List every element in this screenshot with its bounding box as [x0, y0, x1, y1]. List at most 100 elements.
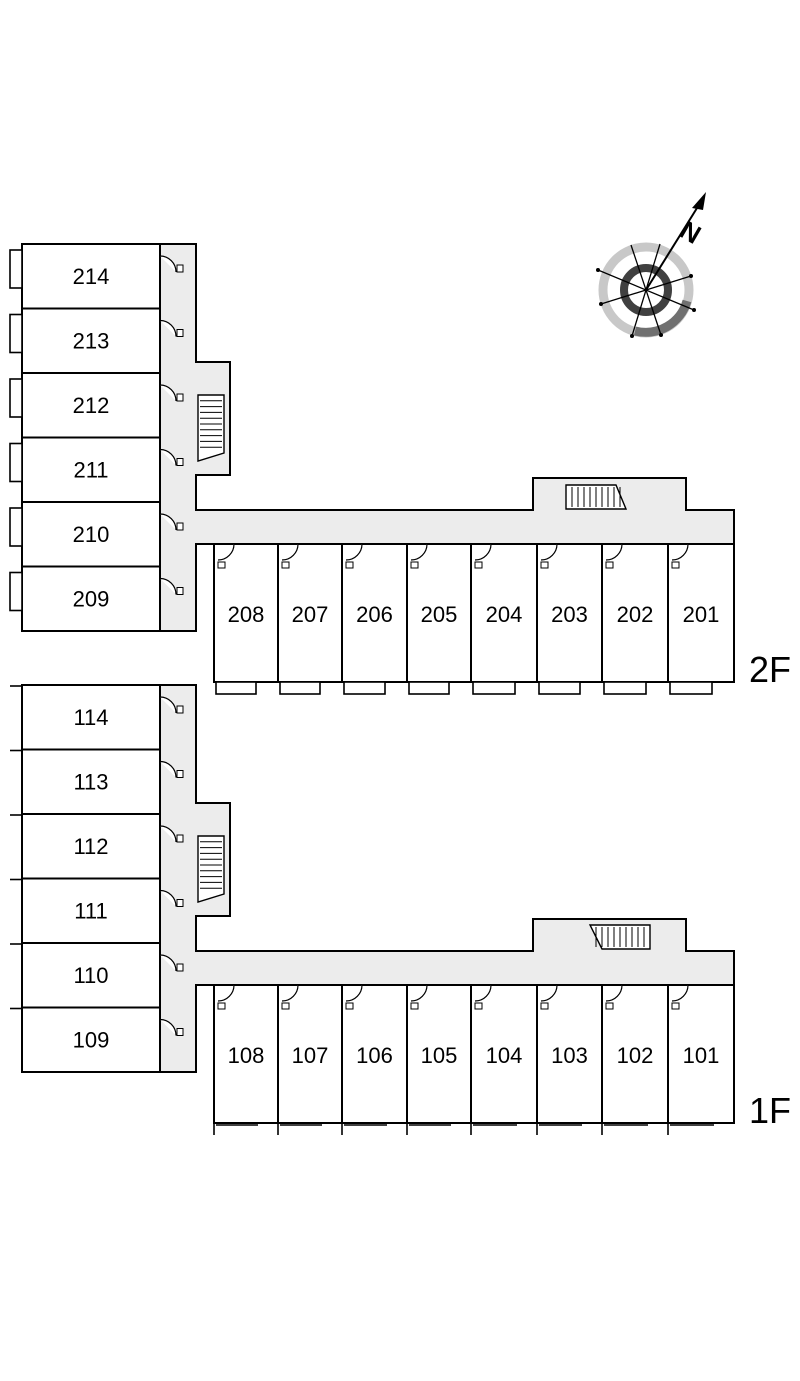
balcony [343, 681, 386, 695]
door-icon [159, 1018, 184, 1036]
room-number: 213 [73, 329, 110, 354]
corridor [159, 684, 735, 1073]
room-113: 113 [10, 748, 184, 815]
north-arrow [645, 199, 703, 291]
corridor [159, 243, 735, 632]
room-number: 102 [617, 1043, 654, 1068]
stairs-icon [197, 394, 225, 462]
room-213: 213 [9, 307, 184, 374]
door-icon [605, 984, 623, 1010]
north-label: N [675, 215, 706, 250]
room-number: 111 [74, 899, 107, 924]
door-icon [159, 255, 184, 273]
room-outline [21, 1006, 161, 1073]
room-number: 202 [617, 602, 654, 627]
room-number: 112 [73, 834, 108, 859]
balcony [669, 681, 713, 695]
balcony [279, 681, 321, 695]
room-outline [21, 243, 161, 310]
balcony [472, 681, 516, 695]
room-203: 203 [536, 543, 603, 695]
room-number: 110 [73, 963, 108, 988]
door-icon [281, 984, 299, 1010]
room-104: 104 [470, 984, 538, 1135]
room-number: 209 [73, 587, 110, 612]
balcony [408, 681, 450, 695]
balcony [9, 571, 23, 612]
room-number: 105 [421, 1043, 458, 1068]
room-111: 111 [10, 877, 184, 944]
door-icon [159, 760, 184, 778]
room-number: 214 [73, 264, 110, 289]
room-number: 114 [73, 705, 108, 730]
door-icon [159, 889, 184, 907]
door-icon [474, 543, 492, 569]
door-icon [410, 984, 428, 1010]
room-outline [21, 436, 161, 503]
room-112: 112 [10, 813, 184, 880]
room-number: 104 [486, 1043, 523, 1068]
room-102: 102 [601, 984, 669, 1135]
door-icon [474, 984, 492, 1010]
room-number: 207 [292, 602, 329, 627]
room-214: 214 [9, 243, 184, 310]
door-icon [159, 577, 184, 595]
room-208: 208 [213, 543, 279, 695]
door-icon [671, 984, 689, 1010]
door-icon [159, 825, 184, 843]
room-number: 106 [356, 1043, 393, 1068]
room-109: 109 [10, 1006, 184, 1073]
door-icon [281, 543, 299, 569]
balcony [9, 249, 23, 289]
room-206: 206 [341, 543, 408, 695]
room-106: 106 [341, 984, 408, 1135]
door-icon [540, 984, 558, 1010]
door-icon [217, 543, 235, 569]
room-105: 105 [406, 984, 472, 1135]
room-outline [21, 813, 161, 880]
room-number: 206 [356, 602, 393, 627]
room-number: 101 [683, 1043, 720, 1068]
door-icon [159, 319, 184, 337]
room-210: 210 [9, 501, 184, 568]
compass-icon: N [596, 192, 706, 338]
room-number: 208 [228, 602, 265, 627]
balcony [9, 313, 23, 354]
room-114: 114 [10, 684, 184, 751]
door-icon [159, 513, 184, 531]
room-108: 108 [213, 984, 279, 1135]
room-number: 103 [551, 1043, 588, 1068]
room-211: 211 [9, 436, 184, 503]
room-101: 101 [667, 984, 735, 1135]
room-number: 201 [683, 602, 720, 627]
room-number: 205 [421, 602, 458, 627]
floor-label: 2F [749, 649, 791, 690]
door-icon [217, 984, 235, 1010]
north-arrowhead [692, 192, 706, 210]
room-outline [21, 942, 161, 1009]
room-110: 110 [10, 942, 184, 1009]
stairs-icon [197, 835, 225, 903]
room-202: 202 [601, 543, 669, 695]
room-212: 212 [9, 372, 184, 439]
room-number: 108 [228, 1043, 265, 1068]
balcony [9, 442, 23, 483]
door-icon [410, 543, 428, 569]
door-icon [345, 984, 363, 1010]
room-103: 103 [536, 984, 603, 1135]
door-icon [540, 543, 558, 569]
balcony [603, 681, 647, 695]
stairs-icon [565, 484, 628, 510]
room-outline [21, 565, 161, 632]
door-icon [159, 448, 184, 466]
door-icon [671, 543, 689, 569]
floor-label: 1F [749, 1090, 791, 1131]
door-icon [605, 543, 623, 569]
door-icon [159, 384, 184, 402]
room-204: 204 [470, 543, 538, 695]
room-number: 204 [486, 602, 523, 627]
room-number: 203 [551, 602, 588, 627]
